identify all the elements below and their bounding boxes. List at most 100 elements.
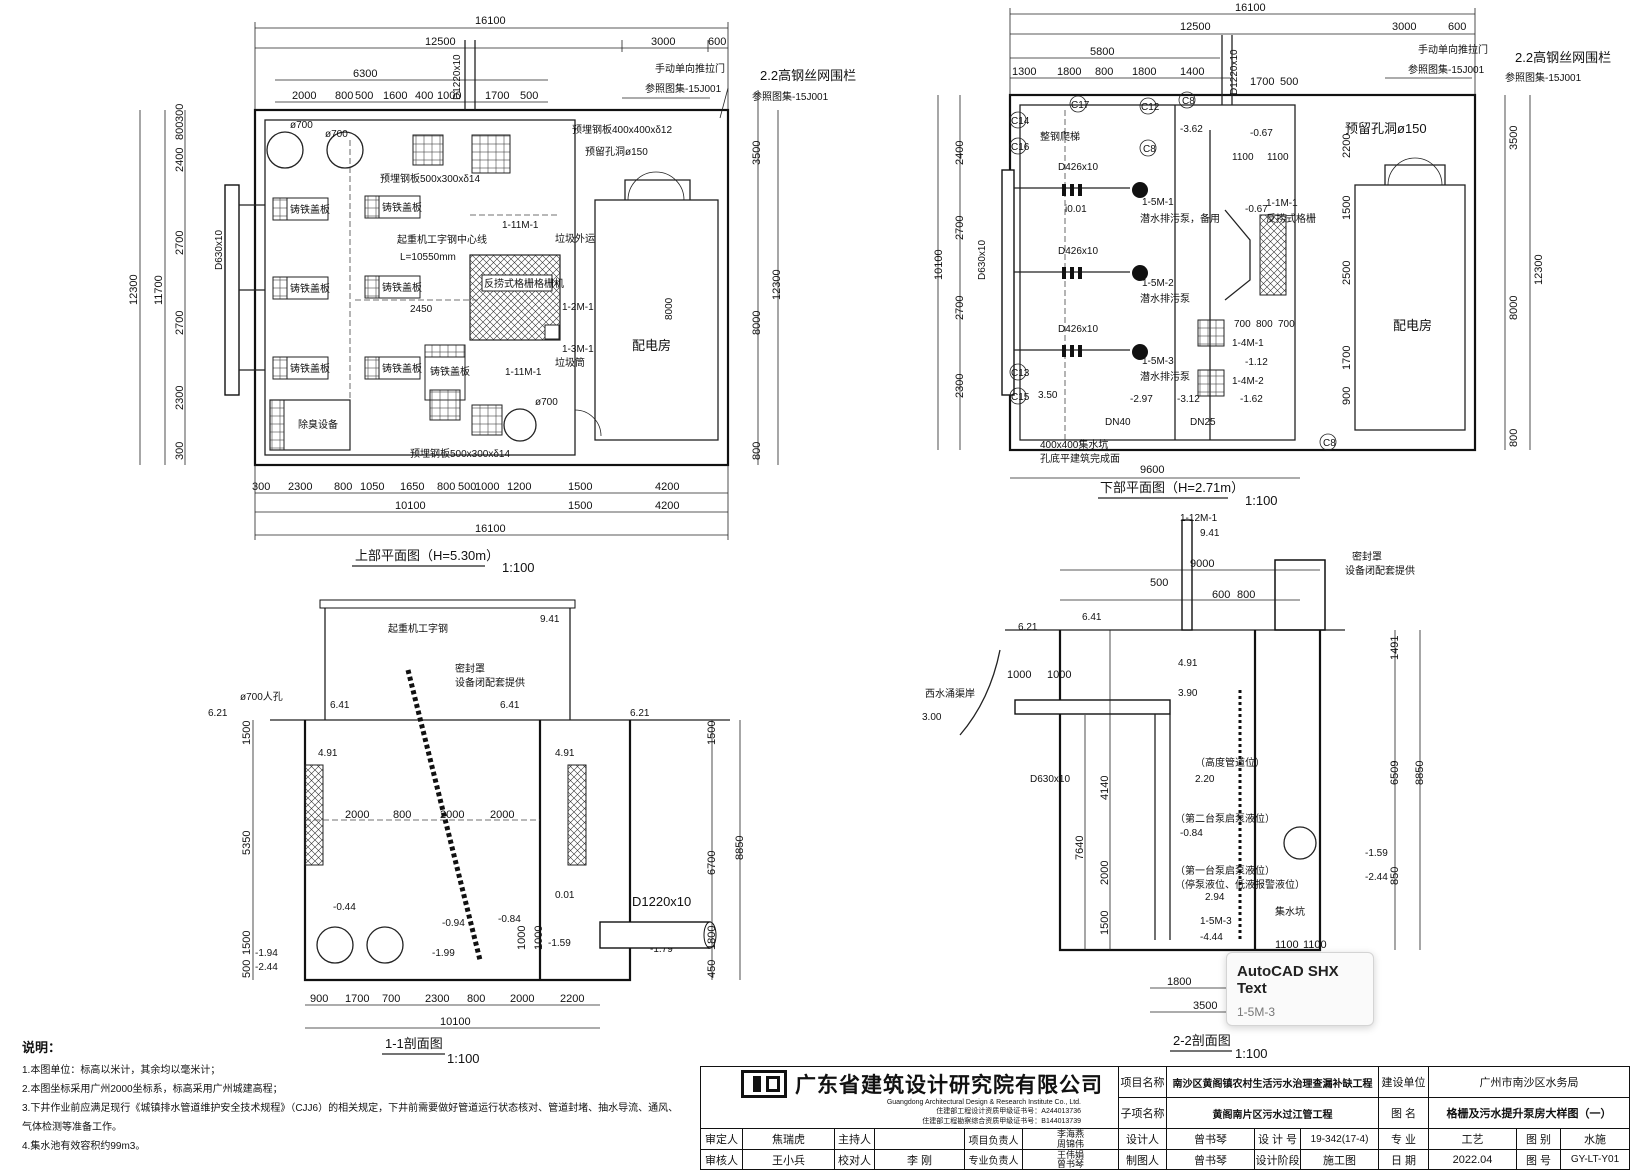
sump-note: 孔底平建筑完成面 (1040, 452, 1120, 465)
note-item: 2.本图坐标采用广州2000坐标系，标高采用广州城建高程； (22, 1084, 283, 1095)
level-label: -0.84 (498, 914, 521, 925)
screen-panel (567, 764, 587, 866)
dim-label: 2200 (1341, 134, 1353, 158)
section-1-1-dim-right: 1500 6700 8850 1800 450 (706, 720, 746, 980)
dim-label: 12300 (1533, 254, 1545, 285)
callout-label: C17 (1071, 100, 1090, 111)
pipe-label: D1220x10 (452, 54, 463, 100)
lower-plan-power-room (1354, 184, 1466, 431)
pump-tag: 1-5M-2 (1142, 278, 1174, 289)
lower-plan-dim-left: 2400 2700 2700 2300 10100 (933, 95, 966, 450)
level-label: 6.21 (208, 708, 228, 719)
section-2-2-dim-right: 1491 6509 8850 850 (1389, 630, 1426, 950)
dim-label: 12500 (425, 36, 456, 48)
dim-label: 2300 (954, 374, 966, 398)
dim-label: 5800 (1090, 46, 1114, 58)
section-1-1-dim-bottom: 900 1700 700 2300 800 2000 2200 10100 (305, 993, 600, 1029)
embedded-plate (412, 134, 444, 166)
upper-plan-dim-bottom: 300 2300 800 1050 1650 800 500 1000 1200… (252, 465, 729, 540)
tag-label: 1-3M-1 (562, 344, 594, 355)
dim-label: 16100 (475, 523, 506, 535)
dim-label: 7640 (1074, 836, 1086, 860)
callout-tags: C17 C12 C8 C8 C14 C16 C13 C15 C8 (1009, 91, 1337, 451)
lower-plan-dim-top: 16100 12500 3000 600 5800 1300 1800 800 … (1009, 2, 1476, 95)
dim-label: 800 (393, 809, 411, 821)
dim-label: 3000 (1392, 21, 1416, 33)
dim-label: 2000 (490, 809, 514, 821)
dim-label: 2000 (440, 809, 464, 821)
note-item: 4.集水池有效容积约99m3。 (22, 1141, 146, 1152)
dim-label: 2000 (510, 993, 534, 1005)
dim-label: 8000 (664, 297, 675, 320)
section-2-2-view: 1-12M-1 9.41 密封罩 设备闭配套提供 6.21 6.41 西水涌渠岸… (922, 513, 1426, 1061)
fence-ref: 参照图集-15J001 (752, 90, 829, 103)
level-label: 9.41 (540, 614, 560, 625)
sheet-no: GY-LT-Y01 (1570, 1154, 1620, 1165)
embedded-plate (471, 134, 511, 174)
dim-label: 2450 (410, 304, 433, 315)
door-ref: 参照图集-15J001 (645, 82, 722, 95)
fence-label: 2.2高钢丝网围栏 (760, 68, 856, 83)
dim-label: 1700 (1341, 346, 1353, 370)
dim-label: 8000 (751, 311, 763, 335)
view-scale: 1:100 (447, 1051, 480, 1066)
equipment-label: 反捞式格栅格栅机 (484, 277, 564, 290)
design-no-label: 设 计 号 (1255, 1129, 1301, 1150)
dim-label: 1800 (1167, 976, 1191, 988)
callout-label: C16 (1011, 142, 1030, 153)
bank-label: 西水涌渠岸 (925, 688, 975, 700)
project-name: 南沙区黄阁镇农村生活污水治理查漏补缺工程 (1167, 1067, 1379, 1098)
cover-label: 密封罩 (1352, 550, 1382, 563)
pm-label: 项目负责人 (965, 1129, 1023, 1150)
dim-label: 800 (1508, 429, 1520, 447)
dim-label: 500 (458, 481, 476, 493)
company-logo-icon (741, 1070, 787, 1098)
door-ref: 参照图集-15J001 (1408, 63, 1485, 76)
level-label: -1.59 (1365, 848, 1388, 859)
note-label: 垃圾外运 (555, 232, 595, 245)
project-name-label: 项目名称 (1119, 1067, 1167, 1098)
dim-label: 6509 (1389, 761, 1401, 785)
dim-label: 800 (437, 481, 455, 493)
dim-label: 700 (1234, 319, 1251, 330)
ladder-label: 整钢爬梯 (1040, 130, 1080, 143)
category: 水施 (1561, 1129, 1629, 1150)
pump-icon (1132, 265, 1148, 281)
dim-label: 2400 (174, 148, 186, 172)
drawing-name: 格栅及污水提升泵房大样图（一） (1429, 1098, 1629, 1129)
level-label: -1.99 (432, 948, 455, 959)
dim-label: 1100 (1267, 152, 1289, 163)
dim-label: 4200 (655, 500, 679, 512)
pump-tag: 1-5M-1 (1142, 197, 1174, 208)
view-scale: 1:100 (1245, 493, 1278, 508)
upper-plan-dim-top: 16100 12500 3000 600 6300 2000 800 500 1… (254, 15, 729, 110)
tag-label: 1-11M-1 (502, 220, 539, 231)
level-label: 6.21 (630, 708, 650, 719)
view-title: 上部平面图（H=5.30m） (355, 548, 499, 563)
dim-label: 2700 (954, 296, 966, 320)
level-label: -1.79 (650, 944, 673, 955)
lower-plan-dim-right: 3500 8000 800 12300 2200 1500 2500 1700 … (1341, 95, 1545, 450)
level-label: 6.41 (1082, 612, 1102, 623)
dim-label: 2300 (288, 481, 312, 493)
level-label: -1.94 (255, 948, 278, 959)
dim-label: 800 (1095, 66, 1113, 78)
sump-label: 400x400集水坑 (1040, 438, 1108, 451)
level-label: 4.91 (318, 748, 338, 759)
level-label: 6.41 (330, 700, 350, 711)
dim-label: 2200 (560, 993, 584, 1005)
equipment-tag: 1-5M-3 (1200, 916, 1232, 927)
pipe-label: D426x10 (1058, 324, 1098, 335)
cover-note: 设备闭配套提供 (1345, 564, 1415, 577)
pm-names: 李海燕 周锦伟 (1023, 1129, 1119, 1150)
level-label: 9.41 (1200, 528, 1220, 539)
dim-label: 700 (382, 993, 400, 1005)
dim-label: 900 (310, 993, 328, 1005)
view-title: 2-2剖面图 (1173, 1033, 1231, 1048)
dim-label: 300 (252, 481, 270, 493)
note-item: 1.本图单位：标高以米计，其余均以毫米计； (22, 1065, 221, 1076)
level-label: 6.41 (500, 700, 520, 711)
dim-label: 1700 (485, 90, 509, 102)
upper-plan-outlet-pipe (224, 184, 240, 396)
